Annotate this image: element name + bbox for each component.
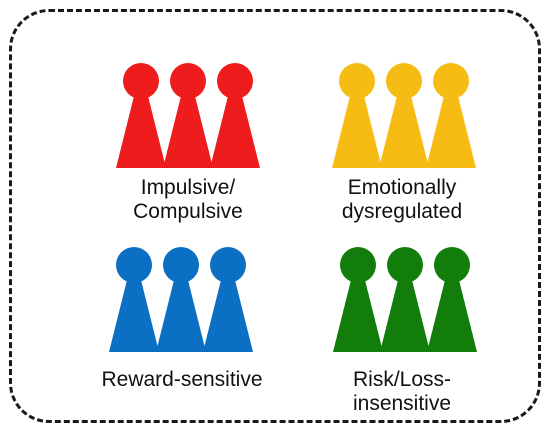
pawn-head-2 xyxy=(386,63,422,99)
blue-pawn-group-icon xyxy=(109,247,253,352)
group-impulsive xyxy=(113,62,263,170)
label-reward-line-1: Reward-sensitive xyxy=(101,368,263,391)
pawn-body-2 xyxy=(156,276,206,352)
pawn-head-2 xyxy=(170,63,206,99)
group-reward xyxy=(106,246,256,354)
label-risk-line-1: Risk/Loss- xyxy=(352,368,452,391)
label-reward: Reward-sensitive xyxy=(76,368,288,392)
pawn-head-3 xyxy=(433,63,469,99)
pawn-head-2 xyxy=(163,247,199,283)
dashed-border-frame xyxy=(9,9,541,423)
pawn-body-3 xyxy=(427,276,477,352)
label-impulsive-line-2: Compulsive xyxy=(133,200,243,223)
group-emotional xyxy=(329,62,479,170)
pawn-body-2 xyxy=(163,92,213,168)
pawn-head-3 xyxy=(210,247,246,283)
pawn-body-3 xyxy=(210,92,260,168)
pawn-head-3 xyxy=(434,247,470,283)
pawn-head-2 xyxy=(387,247,423,283)
pawn-head-1 xyxy=(116,247,152,283)
pawn-body-1 xyxy=(116,92,166,168)
label-risk: Risk/Loss- insensitive xyxy=(302,368,502,416)
pawn-head-1 xyxy=(339,63,375,99)
pawn-body-3 xyxy=(426,92,476,168)
label-emotional: Emotionally dysregulated xyxy=(302,176,502,224)
pawn-head-3 xyxy=(217,63,253,99)
pawn-body-1 xyxy=(332,92,382,168)
pawn-body-2 xyxy=(379,92,429,168)
red-pawn-group-icon xyxy=(116,63,260,168)
pawn-head-1 xyxy=(340,247,376,283)
label-emotional-line-1: Emotionally xyxy=(347,176,457,199)
label-impulsive-line-1: Impulsive/ xyxy=(140,176,236,199)
pawn-body-2 xyxy=(380,276,430,352)
label-emotional-line-2: dysregulated xyxy=(341,200,463,223)
pawn-body-1 xyxy=(333,276,383,352)
pawn-body-3 xyxy=(203,276,253,352)
green-pawn-group-icon xyxy=(333,247,477,352)
pawn-body-1 xyxy=(109,276,159,352)
label-impulsive: Impulsive/ Compulsive xyxy=(88,176,288,224)
label-risk-line-2: insensitive xyxy=(352,392,452,415)
yellow-pawn-group-icon xyxy=(332,63,476,168)
pawn-head-1 xyxy=(123,63,159,99)
group-risk xyxy=(330,246,480,354)
